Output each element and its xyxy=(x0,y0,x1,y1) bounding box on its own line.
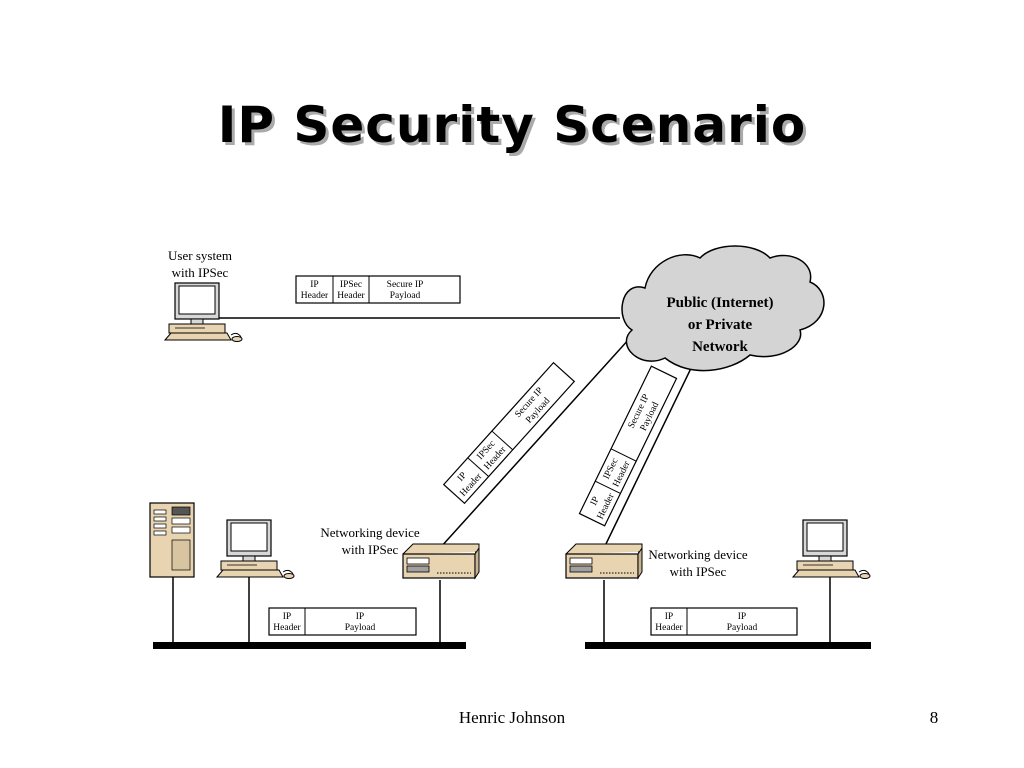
packet-top-ipsec-header-2: Header xyxy=(337,291,365,301)
packet-lan-right-payload-1: IP xyxy=(738,612,746,622)
left-networking-device-icon xyxy=(402,543,480,579)
right-net-device-label-1: Networking device xyxy=(648,547,748,562)
packet-top: IP Header IPSec Header Secure IP Payload xyxy=(295,275,461,304)
right-net-device-label-2: with IPSec xyxy=(670,564,727,579)
left-net-device-label-1: Networking device xyxy=(320,525,420,540)
left-lan-computer-icon xyxy=(216,519,295,580)
packet-lan-left-ip-header-2: Header xyxy=(273,623,301,633)
packet-top-payload-2: Payload xyxy=(390,291,421,301)
user-system-computer-icon xyxy=(164,282,243,343)
lan-right-backbone xyxy=(585,642,871,649)
packet-lan-right-payload-2: Payload xyxy=(727,623,758,633)
network-cloud: Public (Internet) or Private Network xyxy=(621,245,825,372)
packet-top-payload-1: Secure IP xyxy=(387,280,424,290)
cloud-label-line-1: Public (Internet) xyxy=(666,295,773,311)
right-networking-device-icon xyxy=(565,543,643,579)
page-number: 8 xyxy=(929,708,939,727)
right-lan-computer-icon xyxy=(792,519,871,580)
footer-author: Henric Johnson xyxy=(458,708,566,727)
user-system-label-line-1: User system xyxy=(168,248,232,263)
lan-left-backbone xyxy=(153,642,466,649)
link-left-device-to-cloud xyxy=(439,337,631,549)
packet-lan-left-payload-1: IP xyxy=(356,612,364,622)
user-system-label-line-2: with IPSec xyxy=(172,265,229,280)
packet-lan-right-ip-header-2: Header xyxy=(655,623,683,633)
server-tower-icon xyxy=(149,502,195,578)
slide-title: IP Security Scenario xyxy=(217,96,807,154)
left-net-device-label-2: with IPSec xyxy=(342,542,399,557)
packet-top-ipsec-header-1: IPSec xyxy=(340,280,362,290)
link-right-device-to-cloud xyxy=(603,359,696,549)
packet-diagonal-right: IP Header IPSec Header Secure IP Payload xyxy=(578,365,678,527)
packet-lan-left-payload-2: Payload xyxy=(345,623,376,633)
packet-lan-right: IP Header IP Payload xyxy=(650,607,798,636)
packet-diag-right-ip-header-1: IP xyxy=(589,495,602,507)
packet-lan-left: IP Header IP Payload xyxy=(268,607,417,636)
packet-top-ip-header-1: IP xyxy=(310,280,318,290)
packet-lan-left-ip-header-1: IP xyxy=(283,612,291,622)
packet-lan-right-ip-header-1: IP xyxy=(665,612,673,622)
cloud-label-line-2: or Private xyxy=(688,317,753,333)
packet-top-ip-header-2: Header xyxy=(301,291,329,301)
packet-diagonal-left: IP Header IPSec Header Secure IP Payload xyxy=(442,361,576,505)
cloud-label-line-3: Network xyxy=(692,339,748,355)
